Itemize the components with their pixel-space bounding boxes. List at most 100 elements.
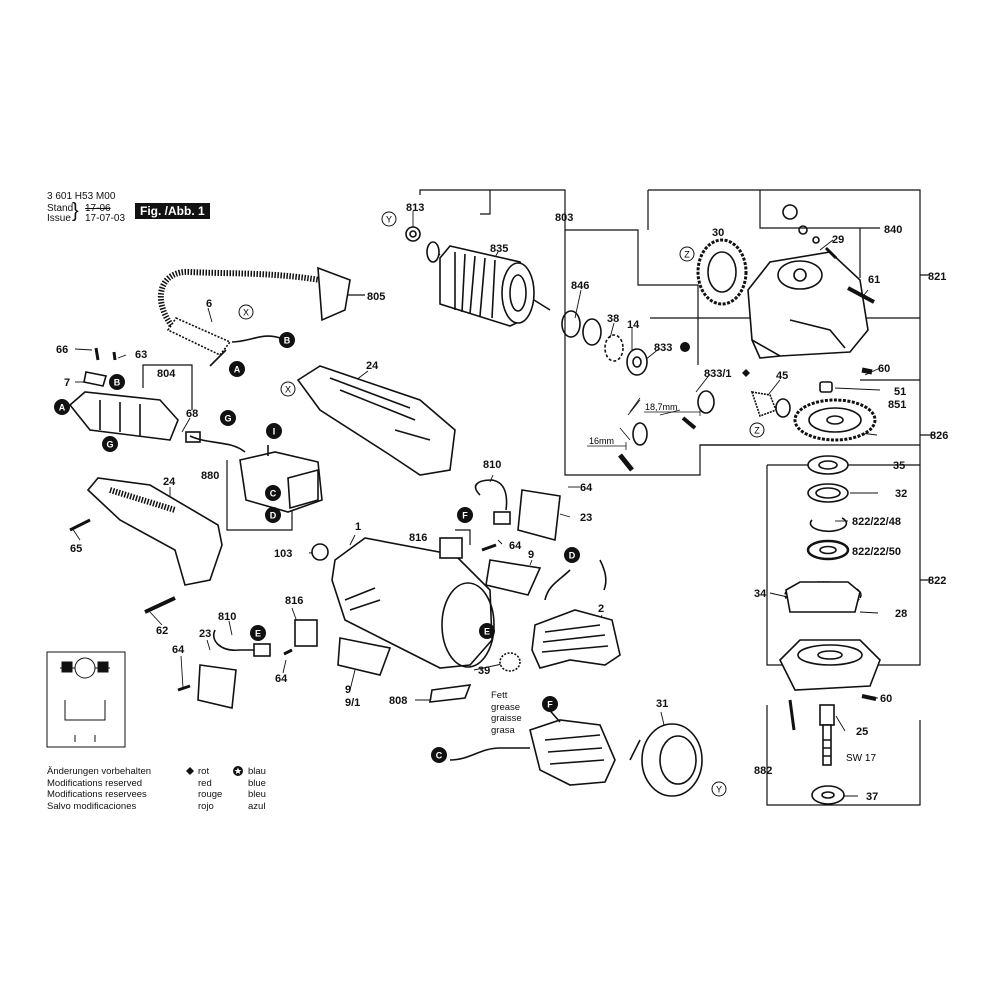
part-9-1: 9/1	[345, 697, 360, 709]
type-plate-9-1-drawing	[337, 637, 392, 676]
filled-marker-letters: B A B A G G I C D F D E E F C	[59, 336, 576, 761]
part-851: 851	[888, 399, 906, 411]
part-63: 63	[135, 349, 147, 361]
washer-drawing	[582, 318, 602, 346]
red-diamond-icon	[186, 767, 194, 775]
svg-text:X: X	[243, 308, 249, 318]
part-35: 35	[893, 460, 905, 472]
part-31: 31	[656, 698, 668, 710]
part-66: 66	[56, 344, 68, 356]
screw-66-drawing	[94, 347, 100, 361]
screw-64-left-drawing	[177, 684, 191, 692]
part-816-top: 816	[409, 532, 427, 544]
circlip-822-48-drawing	[809, 517, 848, 533]
svg-text:G: G	[106, 440, 113, 450]
marker-X-2: X	[280, 381, 296, 397]
svg-text:B: B	[114, 378, 121, 388]
svg-text:X: X	[285, 385, 291, 395]
part-2: 2	[598, 603, 604, 615]
foil-808-drawing	[429, 684, 472, 703]
svg-text:F: F	[462, 511, 468, 521]
bushing-103-drawing	[311, 543, 329, 561]
part-32: 32	[895, 488, 907, 500]
part-810-left: 810	[218, 611, 236, 623]
part-805: 805	[367, 291, 385, 303]
marker-X-1: X	[238, 304, 254, 320]
screw-64-drawing	[481, 543, 497, 552]
brace: }	[72, 200, 79, 222]
svg-text:Z: Z	[754, 426, 760, 436]
part-64-left: 64	[172, 644, 185, 656]
part-68: 68	[186, 408, 198, 420]
dim-18-label: 18,7mm	[645, 402, 678, 412]
part-826: 826	[930, 430, 948, 442]
part-25: 25	[856, 726, 868, 738]
marker-Y-1: Y	[381, 211, 397, 227]
circlip-846-drawing	[561, 310, 581, 338]
sealing-ring-32-drawing	[807, 483, 849, 503]
svg-text:A: A	[234, 365, 241, 375]
brush-holder-816-drawing	[294, 537, 463, 647]
dim-16-label: 16mm	[589, 436, 614, 446]
bearing-833-1-drawing	[697, 390, 715, 414]
stand-date: 17-06	[85, 203, 111, 214]
armature-drawing	[426, 241, 551, 327]
spring-drawing	[798, 225, 808, 235]
crown-gear-826-drawing	[793, 398, 877, 442]
brush-cover-23-left-drawing	[197, 664, 237, 709]
part-6: 6	[206, 298, 212, 310]
issue-label: Issue	[47, 213, 71, 224]
svg-text:Y: Y	[386, 215, 392, 225]
part-840: 840	[884, 224, 902, 236]
o-ring-29-drawing	[812, 236, 820, 244]
part-62: 62	[156, 625, 168, 637]
part-7: 7	[64, 377, 70, 389]
svg-text:E: E	[484, 627, 490, 637]
marker-Y-2: Y	[711, 781, 727, 797]
bevel-gear-30-drawing	[696, 238, 748, 306]
part-28: 28	[895, 608, 907, 620]
part-813: 813	[406, 202, 424, 214]
part-833-1: 833/1	[704, 368, 732, 380]
o-ring-38-drawing	[604, 334, 624, 362]
svg-text:G: G	[224, 414, 231, 424]
bracket-lines	[142, 189, 935, 806]
blue-star-marker-icon	[680, 342, 690, 352]
motor-housing-1-drawing	[331, 537, 495, 669]
svg-text:D: D	[569, 551, 576, 561]
needle-bearing-drawing	[632, 422, 648, 446]
part-822-22-48: 822/22/48	[852, 516, 901, 528]
screw-65-drawing	[69, 518, 91, 532]
svg-text:Z: Z	[684, 250, 690, 260]
carbon-brush-810-drawing	[213, 479, 511, 657]
part-804: 804	[157, 368, 176, 380]
type-plate-9-drawing	[485, 559, 542, 596]
wrench-size-label: SW 17	[846, 753, 876, 764]
pinion-45-drawing	[750, 390, 791, 418]
key-drawing	[681, 416, 697, 430]
part-38: 38	[607, 313, 619, 325]
ball-bearing-822-50-drawing	[806, 539, 850, 561]
part-882: 882	[754, 765, 772, 777]
part-24-bottom: 24	[163, 476, 176, 488]
spindle-lock-button-drawing	[782, 204, 798, 220]
part-34: 34	[754, 588, 767, 600]
marker-Z-2: Z	[749, 422, 765, 438]
screw-63-drawing	[112, 351, 117, 361]
part-808: 808	[389, 695, 407, 707]
part-23-top: 23	[580, 512, 592, 524]
part-103: 103	[274, 548, 292, 560]
screw-64-lower-drawing	[283, 648, 293, 656]
part-45: 45	[776, 370, 788, 382]
bearing-39-drawing	[499, 652, 521, 672]
stand-label: Stand	[47, 203, 74, 214]
part-803: 803	[555, 212, 573, 224]
svg-text:Y: Y	[716, 785, 722, 795]
marker-Z-1: Z	[679, 246, 695, 262]
svg-text:C: C	[270, 489, 277, 499]
